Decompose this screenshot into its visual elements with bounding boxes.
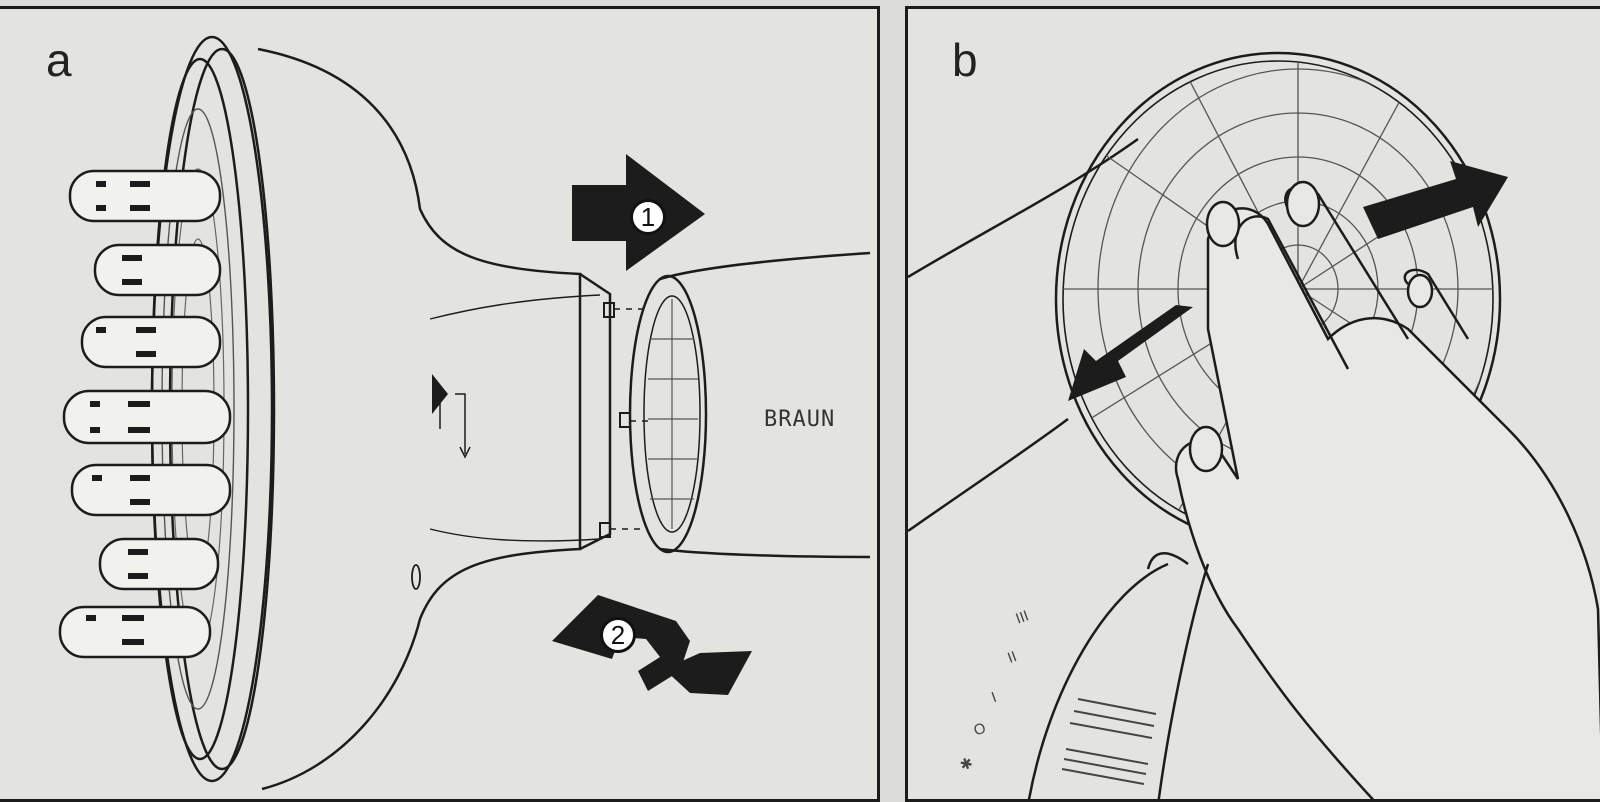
panel-b: b xyxy=(905,6,1600,802)
step-1-badge: 1 xyxy=(630,199,666,235)
cleaning-filter-illustration xyxy=(908,51,1600,799)
handle-grip xyxy=(1061,698,1157,785)
rotate-arrow-icon xyxy=(552,595,690,691)
panel-b-label: b xyxy=(952,34,978,86)
hand xyxy=(1174,180,1600,799)
dryer-nozzle xyxy=(628,274,708,554)
diffuser-attachment-illustration xyxy=(58,35,871,791)
diffuser-prongs xyxy=(58,169,232,659)
arrow-left-icon xyxy=(1068,305,1193,401)
arrow-up-right-icon xyxy=(1363,161,1508,239)
diffuser-body xyxy=(257,47,582,791)
panel-a-label: a xyxy=(46,34,72,86)
alignment-marker xyxy=(432,374,448,414)
step-2-badge: 2 xyxy=(600,617,636,653)
panel-a: a xyxy=(0,6,880,802)
brand-logo: BRAUN xyxy=(764,407,836,432)
dryer-handle xyxy=(1027,552,1210,799)
